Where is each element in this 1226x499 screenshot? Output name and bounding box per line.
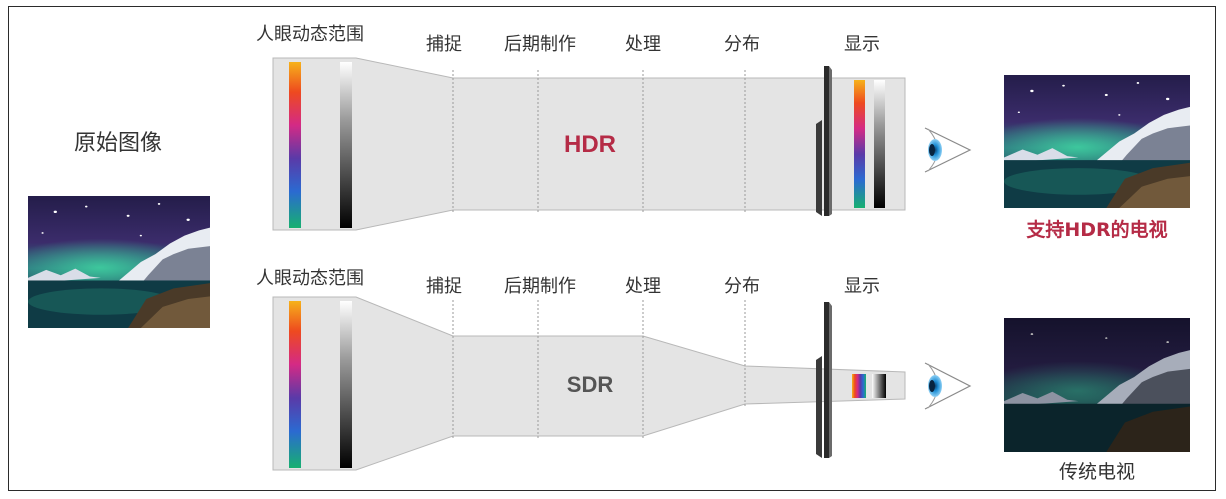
- sdr-stage-label-eye: 人眼动态范围: [256, 268, 364, 289]
- sdr-stage-label-display: 显示: [844, 276, 880, 297]
- hdr-eye-icon: [924, 127, 972, 173]
- sdr-tv-image: [1004, 318, 1190, 452]
- sdr-pipeline: SDR 人眼动态范围 捕捉 后期制作 处理 分布 显示 传统电视: [256, 268, 1190, 483]
- hdr-display-color-bar: [854, 80, 865, 208]
- hdr-tv-caption: 支持HDR的电视: [1025, 218, 1167, 241]
- sdr-stage-label-distribute: 分布: [724, 276, 760, 297]
- sdr-stage-label-capture: 捕捉: [426, 276, 462, 297]
- sdr-tv-caption: 传统电视: [1059, 461, 1135, 483]
- original-image: [28, 196, 210, 328]
- hdr-stage-label-process: 处理: [625, 34, 661, 55]
- hdr-eye-gray-bar: [340, 62, 352, 228]
- sdr-center-label: SDR: [567, 372, 614, 397]
- hdr-display-gray-bar: [874, 80, 885, 208]
- hdr-center-label: HDR: [564, 131, 616, 158]
- hdr-tv-image: [1004, 75, 1190, 208]
- original-image-label: 原始图像: [74, 131, 162, 156]
- sdr-eye-gray-bar: [340, 301, 352, 468]
- sdr-eye-icon: [924, 362, 972, 410]
- hdr-dynamic-range-band: [272, 57, 906, 231]
- hdr-eye-color-bar: [289, 62, 301, 228]
- sdr-display-gray-bar: [872, 374, 886, 398]
- hdr-stage-labels: 人眼动态范围 捕捉 后期制作 处理 分布 显示: [256, 24, 880, 55]
- sdr-stage-labels: 人眼动态范围 捕捉 后期制作 处理 分布 显示: [256, 268, 880, 297]
- hdr-stage-label-post: 后期制作: [504, 34, 576, 55]
- sdr-display-panel: [816, 302, 832, 458]
- hdr-stage-label-display: 显示: [844, 34, 880, 55]
- hdr-stage-label-distribute: 分布: [724, 34, 760, 55]
- hdr-stage-label-capture: 捕捉: [426, 34, 462, 55]
- sdr-eye-color-bar: [289, 301, 301, 468]
- sdr-stage-label-process: 处理: [625, 276, 661, 297]
- sdr-display-color-bar: [852, 374, 866, 398]
- hdr-display-panel: [816, 66, 832, 216]
- hdr-pipeline: HDR 人眼动态范围 捕捉 后期制作 处理 分布 显示 支持HDR的电视: [256, 24, 1190, 241]
- hdr-stage-label-eye: 人眼动态范围: [256, 24, 364, 45]
- sdr-stage-label-post: 后期制作: [504, 276, 576, 297]
